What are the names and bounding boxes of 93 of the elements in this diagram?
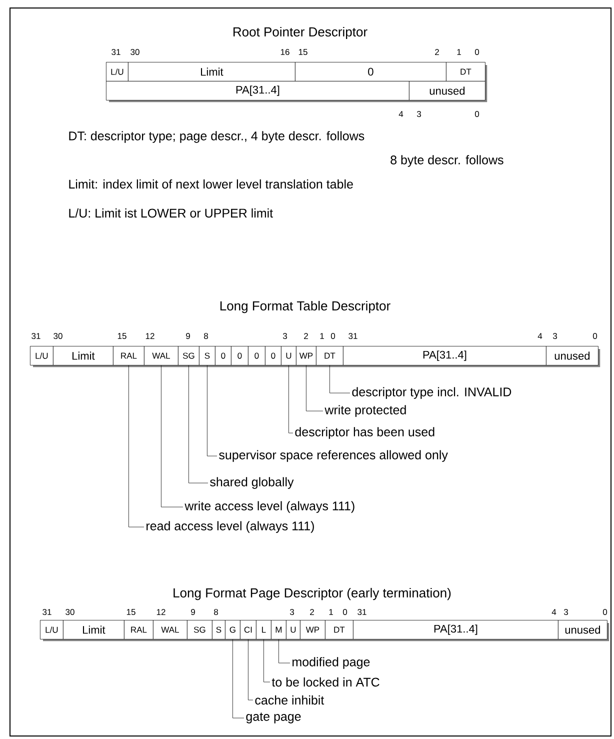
bit-field: WAL <box>153 620 188 640</box>
leader-line <box>288 365 294 434</box>
bit-field: U <box>286 620 300 640</box>
bit-number: 2 <box>304 333 308 339</box>
field-description: read access level (always 111) <box>146 521 314 533</box>
leader-line <box>264 639 270 682</box>
bit-field: M <box>271 620 286 640</box>
bit-number: 12 <box>156 609 166 615</box>
bit-number: 9 <box>191 609 195 615</box>
note-text: Limit: index limit of next lower level translation table <box>69 179 353 189</box>
leader-line <box>128 365 144 528</box>
bit-number: 15 <box>118 333 126 339</box>
note-text: L/U: Limit ist LOWER or UPPER limit <box>69 208 273 218</box>
bit-number: 30 <box>54 333 62 339</box>
bit-number: 31 <box>348 333 358 339</box>
leader-line <box>232 639 244 718</box>
bit-field: RAL <box>124 620 154 640</box>
heading: Root Pointer Descriptor <box>234 26 368 40</box>
bit-field: S <box>212 620 226 640</box>
bit-field: unused <box>546 346 598 366</box>
bit-field: SG <box>187 620 212 640</box>
leader-line <box>188 365 208 484</box>
bit-number: 2 <box>310 609 314 615</box>
bit-number: 12 <box>146 333 154 339</box>
field-description: write access level (always 111) <box>184 501 354 513</box>
bit-number: 8 <box>204 333 208 339</box>
leader-line <box>306 365 324 412</box>
note-text: 8 byte descr. follows <box>390 155 504 167</box>
bit-field: RAL <box>113 346 144 366</box>
bit-field: DT <box>446 62 486 82</box>
bit-number: 3 <box>290 609 294 615</box>
bit-field: G <box>225 620 240 640</box>
field-description: descriptor type incl. INVALID <box>352 387 512 399</box>
bit-number: 3 <box>282 333 287 339</box>
bit-field: 0 <box>248 346 266 366</box>
bit-number: 1 <box>329 609 333 615</box>
bit-number: 31 <box>42 609 52 615</box>
leader-line <box>330 365 350 394</box>
bit-field: unused <box>409 81 486 100</box>
bit-field: L <box>256 620 272 640</box>
bit-field: 0 <box>265 346 282 366</box>
bit-number: 15 <box>298 49 308 55</box>
bit-field: U <box>281 346 296 366</box>
bit-field: WAL <box>144 346 178 366</box>
field-description: gate page <box>246 712 301 724</box>
leader-line <box>248 639 254 700</box>
bit-field: L/U <box>30 346 54 366</box>
bit-number: 8 <box>214 609 218 615</box>
heading: Long Format Page Descriptor (early termination) <box>174 588 451 600</box>
bit-number: 4 <box>538 333 542 339</box>
bit-field: L/U <box>106 62 128 82</box>
bit-field: 0 <box>231 346 248 366</box>
field-description: supervisor space references allowed only <box>219 450 448 462</box>
bit-number: 0 <box>330 333 336 339</box>
bit-number: 31 <box>112 49 120 55</box>
bit-number: 0 <box>342 609 348 615</box>
bit-number: 1 <box>457 49 461 55</box>
bit-number: 15 <box>126 609 136 615</box>
bit-number: 4 <box>552 609 556 615</box>
field-description: write protected <box>324 405 406 417</box>
bit-field: CI <box>240 620 256 640</box>
leader-line <box>207 365 218 456</box>
bit-number: 9 <box>186 333 190 339</box>
bit-field: WP <box>296 346 316 366</box>
field-description: to be locked in ATC <box>272 677 380 687</box>
note-text: DT: descriptor type; page descr., 4 byte descr. follows <box>69 131 364 143</box>
bit-number: 3 <box>552 333 557 339</box>
field-description: shared globally <box>210 477 294 489</box>
bit-number: 16 <box>280 49 290 55</box>
leader-line <box>161 365 184 508</box>
field-description: modified page <box>292 657 370 669</box>
bit-number: 30 <box>130 49 140 55</box>
bit-number: 31 <box>32 333 40 339</box>
bit-field: DT <box>325 620 354 640</box>
bit-field: unused <box>558 620 608 640</box>
heading: Long Format Table Descriptor <box>220 300 390 314</box>
bit-field: WP <box>300 620 326 640</box>
bit-field: L/U <box>40 620 64 640</box>
bit-number: 31 <box>358 609 366 615</box>
bit-field: 0 <box>215 346 232 366</box>
bit-number: 0 <box>474 111 480 117</box>
bit-number: 4 <box>398 111 404 117</box>
bit-number: 30 <box>66 609 74 615</box>
bit-field: S <box>199 346 216 366</box>
bit-number: 1 <box>320 333 324 339</box>
leader-line <box>278 639 290 664</box>
field-description: descriptor has been used <box>295 427 434 439</box>
field-description: cache inhibit <box>255 695 324 705</box>
bit-number: 3 <box>416 111 421 117</box>
bit-field: DT <box>316 346 344 366</box>
bit-field: SG <box>178 346 200 366</box>
bit-number: 3 <box>564 609 568 615</box>
bit-number: 2 <box>435 49 439 55</box>
